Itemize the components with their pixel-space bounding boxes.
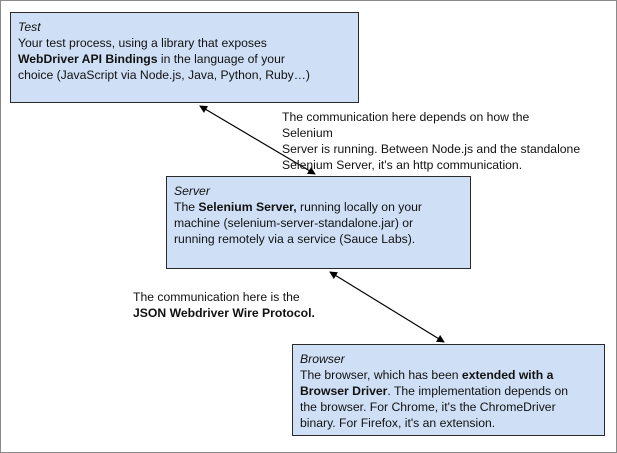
server-box-title: Server	[174, 184, 210, 198]
note-wire-protocol: The communication here is the JSON Webdr…	[133, 289, 353, 321]
browser-box-extended-bold: extended with a	[461, 368, 554, 382]
browser-box-title: Browser	[300, 352, 345, 366]
server-box: Server The Selenium Server, running loca…	[166, 176, 471, 269]
browser-box-line4: binary. For Firefox, it's an extension.	[300, 416, 496, 430]
browser-box-driver-bold: Browser Driver	[300, 384, 388, 398]
browser-box-line3: the browser. For Chrome, it's the Chrome…	[300, 400, 556, 414]
note-top-line2: Server is running. Between Node.js and t…	[282, 142, 581, 156]
server-box-selenium-bold: Selenium Server,	[198, 200, 297, 214]
server-box-line1: The Selenium Server, running locally on …	[174, 199, 463, 215]
note-mid-line2: JSON Webdriver Wire Protocol.	[133, 305, 353, 321]
browser-box-line2: Browser Driver. The implementation depen…	[300, 383, 597, 399]
test-box-line2: WebDriver API Bindings in the language o…	[18, 51, 351, 67]
test-box: Test Your test process, using a library …	[10, 12, 359, 103]
test-box-bindings-bold: WebDriver API Bindings	[18, 52, 158, 66]
note-mid-line1: The communication here is the	[133, 290, 300, 304]
test-box-line2-rest: in the language of your	[157, 52, 285, 66]
browser-box: Browser The browser, which has been exte…	[292, 344, 605, 436]
test-box-line3: choice (JavaScript via Node.js, Java, Py…	[18, 68, 310, 82]
server-box-line3: running remotely via a service (Sauce La…	[174, 232, 416, 246]
note-mid-protocol-bold: JSON Webdriver Wire Protocol.	[133, 306, 315, 320]
browser-box-line1: The browser, which has been extended wit…	[300, 367, 597, 383]
server-box-line1-rest: running locally on your	[296, 200, 422, 214]
browser-box-line1-pre: The browser, which has been	[300, 368, 462, 382]
note-http-communication: The communication here depends on how th…	[282, 109, 582, 173]
server-box-line2: machine (selenium-server-standalone.jar)…	[174, 216, 414, 230]
server-box-line1-pre: The	[174, 200, 199, 214]
test-box-line1: Your test process, using a library that …	[18, 36, 267, 50]
note-top-line3: Selenium Server, it's an http communicat…	[282, 158, 523, 172]
browser-box-line2-rest: . The implementation depends on	[387, 384, 569, 398]
test-box-title: Test	[18, 20, 41, 34]
note-top-line1: The communication here depends on how th…	[282, 110, 530, 140]
